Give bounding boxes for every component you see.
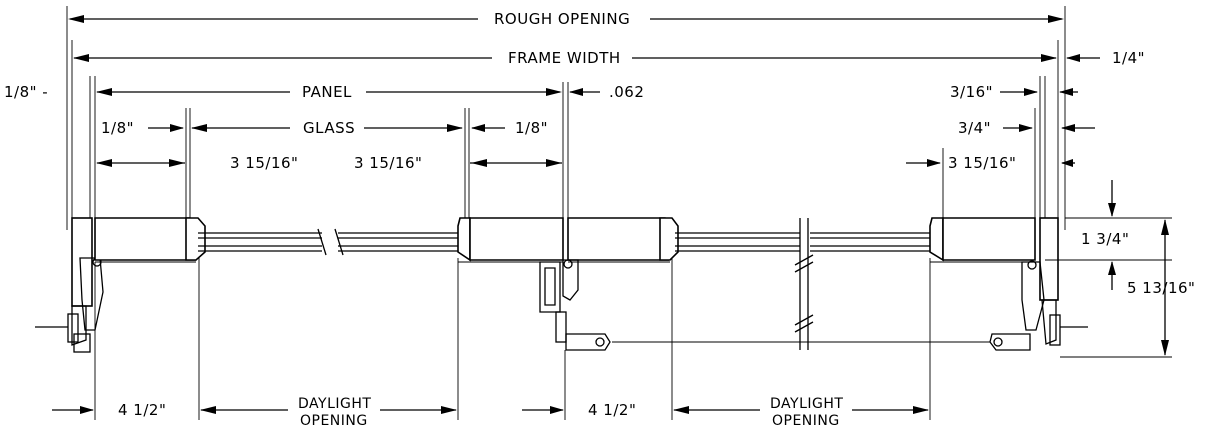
right-glass-pane [675, 218, 932, 350]
right-frame-jamb [1021, 217, 1088, 346]
quarter-inch-label: 1/4" [1112, 49, 1145, 67]
left-frame-jamb [35, 217, 104, 353]
point-062-label: .062 [609, 83, 644, 101]
glass-dimension: 1/8" GLASS 1/8" [101, 108, 548, 230]
dim-4-1-2-a-label: 4 1/2" [118, 401, 166, 419]
dim-1-3-4-label: 1 3/4" [1081, 230, 1129, 248]
three-sixteenths-dimension: 3/16" [950, 76, 1078, 230]
glazing-depth-dimensions: 3 15/16" 3 15/16" 3 15/16" [96, 148, 1075, 230]
eighth-b-label: 1/8" [515, 119, 548, 137]
dim-4-1-2-b-label: 4 1/2" [588, 401, 636, 419]
quarter-inch-dimension: 1/4" [1066, 49, 1145, 67]
dim-5-13-16-label: 5 13/16" [1127, 279, 1195, 297]
glass-label: GLASS [303, 119, 355, 137]
daylight-b-line2: OPENING [772, 413, 840, 429]
eighth-inch-left-dimension: 1/8" - [4, 76, 96, 230]
daylight-extension-lines [94, 258, 931, 420]
dim-3-15-16-b-label: 3 15/16" [354, 154, 422, 172]
left-sash-panel [94, 217, 206, 263]
bottom-dimensions-left: 4 1/2" DAYLIGHT OPENING [52, 396, 457, 429]
daylight-a-line2: OPENING [300, 413, 368, 429]
three-quarters-label: 3/4" [958, 119, 991, 137]
frame-width-label: FRAME WIDTH [508, 49, 621, 67]
bottom-dimensions-right: 4 1/2" DAYLIGHT OPENING [522, 396, 929, 429]
panel-label: PANEL [302, 83, 352, 101]
frame-width-dimension: FRAME WIDTH [71, 40, 1059, 230]
eighth-left-label: 1/8" - [4, 83, 48, 101]
center-mullion-hardware [539, 259, 611, 351]
panel-dimension: PANEL [96, 82, 569, 230]
three-sixteenths-label: 3/16" [950, 83, 993, 101]
point-062-dimension: .062 [569, 83, 644, 101]
left-glass-pane [198, 228, 460, 256]
dim-3-15-16-a-label: 3 15/16" [230, 154, 298, 172]
right-vertical-dimensions: 1 3/4" 5 13/16" [1045, 180, 1195, 358]
daylight-b-line1: DAYLIGHT [770, 396, 843, 412]
three-quarters-dimension: 3/4" [958, 108, 1095, 230]
dim-3-15-16-c-label: 3 15/16" [948, 154, 1016, 172]
eighth-a-label: 1/8" [101, 119, 134, 137]
center-right-sash-panel [567, 217, 679, 263]
rough-opening-label: ROUGH OPENING [494, 10, 630, 28]
right-sash-panel [929, 217, 1036, 263]
rough-opening-dimension: ROUGH OPENING [66, 6, 1066, 230]
daylight-a-line1: DAYLIGHT [298, 396, 371, 412]
right-operator-hardware [612, 333, 1031, 351]
center-left-sash-panel [457, 217, 564, 263]
